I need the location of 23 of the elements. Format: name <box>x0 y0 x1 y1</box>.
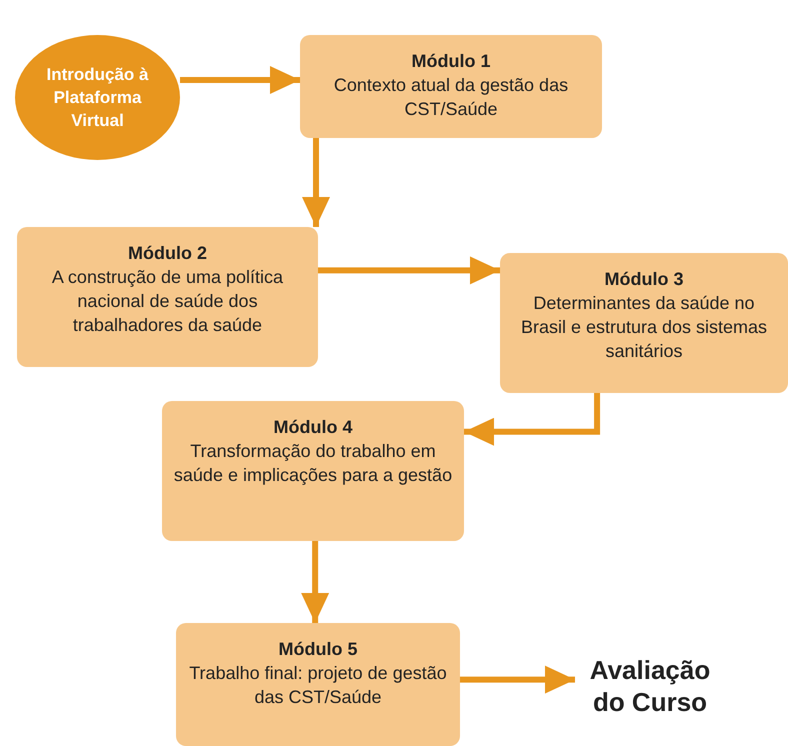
arrow <box>460 666 575 694</box>
module-box <box>17 227 318 367</box>
module-description: Transformação do trabalho em saúde e implicações para a gestão <box>172 440 454 487</box>
start-label: Introdução à Plataforma Virtual <box>45 64 150 132</box>
module-box <box>176 623 460 746</box>
module-description: Determinantes da saúde no Brasil e estrutura dos sistemas sanitários <box>520 292 768 363</box>
module-heading: Módulo 3 <box>604 268 684 291</box>
module-heading: Módulo 1 <box>412 50 490 73</box>
module-heading: Módulo 2 <box>128 242 207 265</box>
module-box <box>500 253 788 393</box>
module-heading: Módulo 4 <box>274 416 352 439</box>
arrow <box>180 66 300 94</box>
arrow <box>318 256 500 284</box>
arrow <box>464 393 600 446</box>
module-box <box>300 35 602 138</box>
module-description: A construção de uma política nacional de saúde dos trabalhadores da saúde <box>50 266 284 337</box>
module-box <box>162 401 464 541</box>
end-title: Avaliação do Curso <box>575 650 725 722</box>
arrow <box>301 541 330 623</box>
arrow <box>302 138 330 227</box>
module-description: Trabalho final: projeto de gestão das CST/Saúde <box>188 662 448 709</box>
module-heading: Módulo 5 <box>278 638 358 661</box>
module-description: Contexto atual da gestão das CST/Saúde <box>332 74 570 121</box>
